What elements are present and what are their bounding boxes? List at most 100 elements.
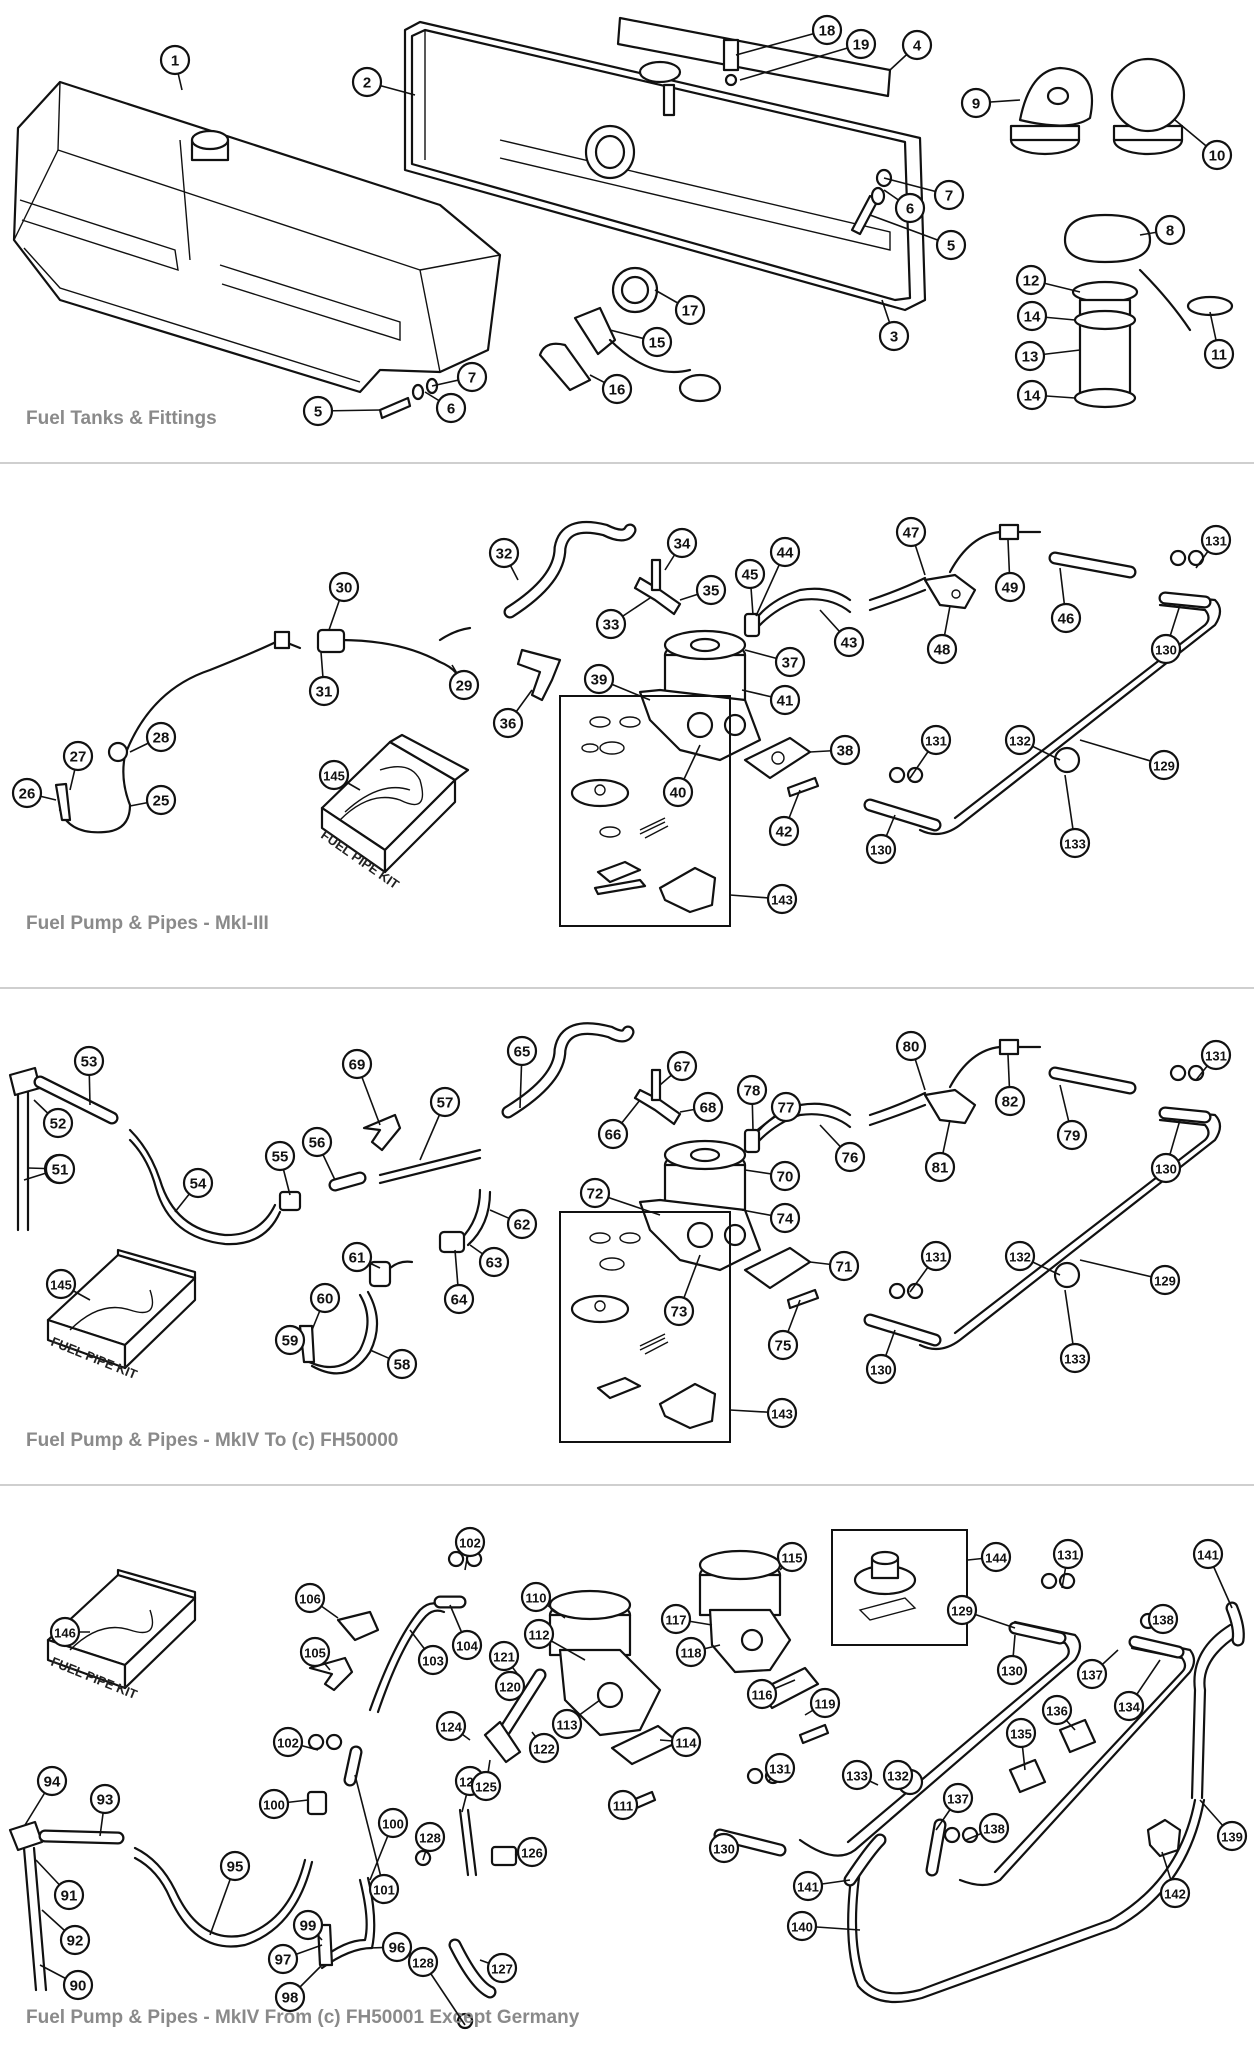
callout-36[interactable]: 36: [492, 707, 524, 739]
callout-7[interactable]: 7: [456, 361, 488, 393]
callout-6[interactable]: 6: [894, 192, 926, 224]
callout-14[interactable]: 14: [1016, 379, 1048, 411]
callout-42[interactable]: 42: [768, 815, 800, 847]
callout-57[interactable]: 57: [429, 1086, 461, 1118]
callout-143[interactable]: 143: [766, 883, 798, 915]
callout-78[interactable]: 78: [736, 1074, 768, 1106]
callout-14[interactable]: 14: [1016, 300, 1048, 332]
callout-135[interactable]: 135: [1005, 1717, 1037, 1749]
callout-127[interactable]: 127: [486, 1952, 518, 1984]
callout-133[interactable]: 133: [1059, 1342, 1091, 1374]
callout-111[interactable]: 111: [607, 1789, 639, 1821]
callout-125[interactable]: 125: [470, 1770, 502, 1802]
callout-82[interactable]: 82: [994, 1085, 1026, 1117]
callout-126[interactable]: 126: [516, 1836, 548, 1868]
callout-132[interactable]: 132: [882, 1759, 914, 1791]
callout-141[interactable]: 141: [792, 1870, 824, 1902]
callout-61[interactable]: 61: [341, 1241, 373, 1273]
callout-137[interactable]: 137: [942, 1782, 974, 1814]
callout-45[interactable]: 45: [734, 558, 766, 590]
callout-51[interactable]: 51: [44, 1153, 76, 1185]
callout-31[interactable]: 31: [308, 675, 340, 707]
callout-69[interactable]: 69: [341, 1048, 373, 1080]
callout-72[interactable]: 72: [579, 1177, 611, 1209]
callout-55[interactable]: 55: [264, 1140, 296, 1172]
callout-110[interactable]: 110: [520, 1581, 552, 1613]
callout-121[interactable]: 121: [488, 1640, 520, 1672]
callout-66[interactable]: 66: [597, 1118, 629, 1150]
callout-9[interactable]: 9: [960, 87, 992, 119]
callout-94[interactable]: 94: [36, 1765, 68, 1797]
callout-5[interactable]: 5: [302, 395, 334, 427]
callout-25[interactable]: 25: [145, 784, 177, 816]
callout-13[interactable]: 13: [1014, 340, 1046, 372]
callout-70[interactable]: 70: [769, 1160, 801, 1192]
callout-100[interactable]: 100: [377, 1807, 409, 1839]
callout-54[interactable]: 54: [182, 1167, 214, 1199]
callout-56[interactable]: 56: [301, 1126, 333, 1158]
callout-131[interactable]: 131: [1200, 524, 1232, 556]
callout-59[interactable]: 59: [274, 1324, 306, 1356]
callout-41[interactable]: 41: [769, 684, 801, 716]
callout-143[interactable]: 143: [766, 1397, 798, 1429]
callout-64[interactable]: 64: [443, 1283, 475, 1315]
callout-46[interactable]: 46: [1050, 602, 1082, 634]
callout-34[interactable]: 34: [666, 527, 698, 559]
callout-98[interactable]: 98: [274, 1981, 306, 2013]
callout-65[interactable]: 65: [506, 1035, 538, 1067]
callout-130[interactable]: 130: [1150, 633, 1182, 665]
callout-117[interactable]: 117: [660, 1603, 692, 1635]
callout-11[interactable]: 11: [1203, 338, 1235, 370]
callout-26[interactable]: 26: [11, 777, 43, 809]
callout-132[interactable]: 132: [1004, 724, 1036, 756]
callout-77[interactable]: 77: [770, 1091, 802, 1123]
callout-27[interactable]: 27: [62, 740, 94, 772]
callout-119[interactable]: 119: [809, 1687, 841, 1719]
callout-115[interactable]: 115: [776, 1541, 808, 1573]
callout-48[interactable]: 48: [926, 633, 958, 665]
callout-133[interactable]: 133: [841, 1759, 873, 1791]
callout-1[interactable]: 1: [159, 44, 191, 76]
callout-130[interactable]: 130: [865, 833, 897, 865]
callout-102[interactable]: 102: [454, 1526, 486, 1558]
callout-128[interactable]: 128: [407, 1946, 439, 1978]
callout-75[interactable]: 75: [767, 1329, 799, 1361]
callout-30[interactable]: 30: [328, 571, 360, 603]
callout-99[interactable]: 99: [292, 1909, 324, 1941]
callout-73[interactable]: 73: [663, 1295, 695, 1327]
callout-130[interactable]: 130: [865, 1353, 897, 1385]
callout-131[interactable]: 131: [764, 1752, 796, 1784]
callout-37[interactable]: 37: [774, 646, 806, 678]
callout-16[interactable]: 16: [601, 373, 633, 405]
callout-112[interactable]: 112: [523, 1618, 555, 1650]
callout-97[interactable]: 97: [267, 1943, 299, 1975]
callout-91[interactable]: 91: [53, 1879, 85, 1911]
callout-145[interactable]: 145: [318, 759, 350, 791]
callout-146[interactable]: 146: [49, 1616, 81, 1648]
callout-130[interactable]: 130: [1150, 1152, 1182, 1184]
callout-15[interactable]: 15: [641, 326, 673, 358]
callout-47[interactable]: 47: [895, 516, 927, 548]
callout-80[interactable]: 80: [895, 1030, 927, 1062]
callout-122[interactable]: 122: [528, 1732, 560, 1764]
callout-40[interactable]: 40: [662, 776, 694, 808]
callout-53[interactable]: 53: [73, 1045, 105, 1077]
callout-120[interactable]: 120: [494, 1670, 526, 1702]
callout-44[interactable]: 44: [769, 536, 801, 568]
callout-103[interactable]: 103: [417, 1644, 449, 1676]
callout-33[interactable]: 33: [595, 608, 627, 640]
callout-32[interactable]: 32: [488, 537, 520, 569]
callout-137[interactable]: 137: [1076, 1658, 1108, 1690]
callout-8[interactable]: 8: [1154, 214, 1186, 246]
callout-3[interactable]: 3: [878, 320, 910, 352]
callout-131[interactable]: 131: [920, 724, 952, 756]
callout-74[interactable]: 74: [769, 1202, 801, 1234]
callout-76[interactable]: 76: [834, 1141, 866, 1173]
callout-29[interactable]: 29: [448, 669, 480, 701]
callout-96[interactable]: 96: [381, 1931, 413, 1963]
callout-49[interactable]: 49: [994, 571, 1026, 603]
callout-105[interactable]: 105: [299, 1636, 331, 1668]
callout-116[interactable]: 116: [746, 1678, 778, 1710]
callout-104[interactable]: 104: [451, 1629, 483, 1661]
callout-28[interactable]: 28: [145, 721, 177, 753]
